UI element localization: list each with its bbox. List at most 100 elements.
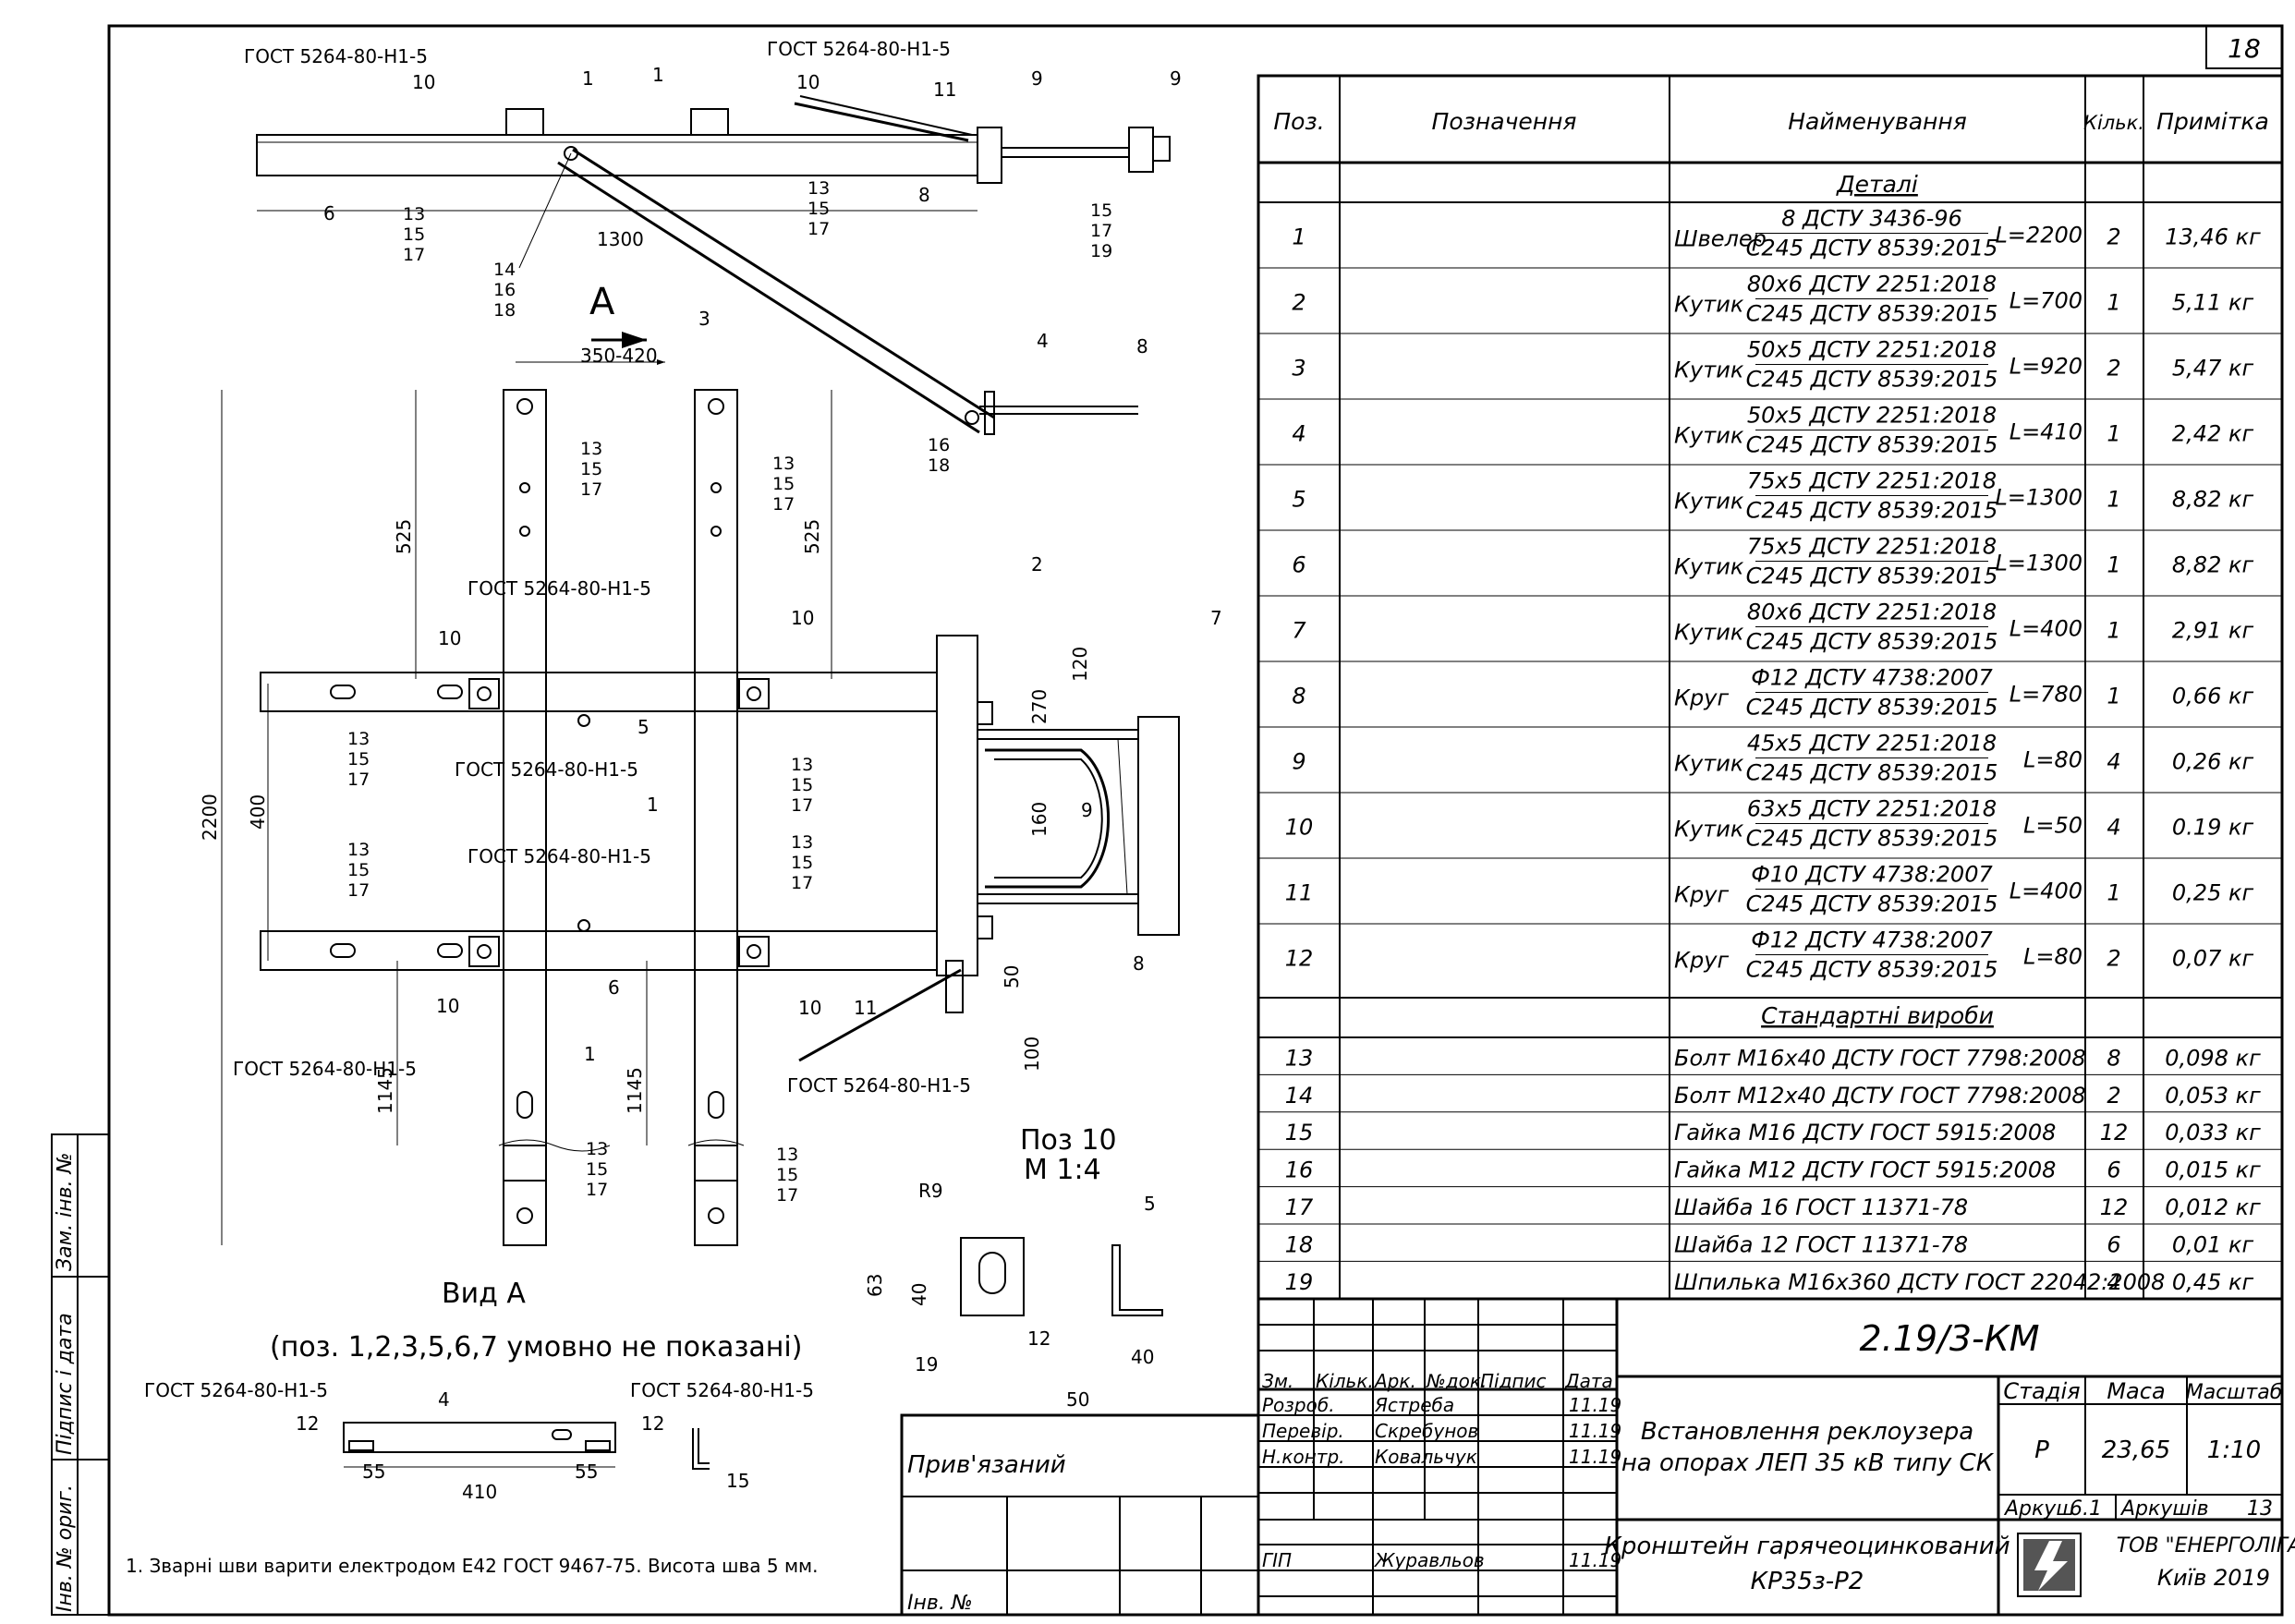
tb-date-chief: 11.19 [1569,1549,1621,1571]
spec-steel-grade: С245 ДСТУ 8539:2015 [1746,367,1998,393]
spec-length: L=400 [2010,879,2082,904]
tb-role-chief: ГІП [1262,1549,1292,1571]
spec-pos: 3 [1292,356,1305,382]
spec-std-qty: 12 [2100,1194,2129,1220]
spec-steel-grade: С245 ДСТУ 8539:2015 [1746,891,1998,917]
spec-profile-type: Кутик [1674,751,1744,777]
dim-160: 160 [1028,802,1050,837]
spec-qty: 4 [2107,815,2120,841]
callout-pos-2a: 2 [1031,553,1043,576]
spec-pos: 12 [1285,946,1314,972]
dim-525-right: 525 [801,519,823,554]
spec-mass: 5,47 кг [2172,356,2254,382]
spec-std-pos: 13 [1285,1045,1314,1071]
dim-50-detail: 50 [1066,1388,1089,1411]
callout-pos-8a: 8 [918,184,930,206]
tb-name-developer: Ястреба [1374,1394,1454,1416]
spec-profile-type: Кутик [1674,292,1744,318]
title-block: Зм. Кільк. Арк. №док. Підпис Дата Розроб… [900,1297,2295,1617]
spec-qty: 1 [2107,290,2120,316]
spec-qty: 1 [2107,684,2120,709]
spec-header-pos: Поз. [1273,108,1324,135]
weld-label-4: ГОСТ 5264-80-Н1-5 [455,758,638,781]
dim-63: 63 [864,1274,886,1297]
spec-profile-type: Круг [1674,882,1729,908]
tb-name-normcontrol: Ковальчук [1375,1446,1477,1468]
spec-mass: 8,82 кг [2172,552,2254,578]
tb-org-city: Київ 2019 [2157,1565,2270,1591]
drawing-geometry [221,95,1180,1470]
spec-mass: 8,82 кг [2172,487,2254,513]
spec-steel-grade: С245 ДСТУ 8539:2015 [1746,564,1998,589]
spec-length: L=1300 [1995,551,2082,576]
tb-role-normcontrol: Н.контр. [1262,1446,1345,1468]
callout-pos-9a: 9 [1031,67,1043,90]
drawing-annotations: ГОСТ 5264-80-Н1-5 ГОСТ 5264-80-Н1-5 ГОСТ… [144,38,1222,1503]
tb-date-checker: 11.19 [1569,1420,1621,1442]
spec-profile-type: Кутик [1674,620,1744,646]
weld-label-7: ГОСТ 5264-80-Н1-5 [787,1074,971,1097]
tb-stage-label: Стадія [2003,1378,2080,1404]
spec-pos: 6 [1292,552,1305,578]
spec-profile-grade: 45х5 ДСТУ 2251:2018 [1747,731,1997,757]
callout-pos-10a: 10 [412,71,435,93]
spec-std-name: Болт М12х40 ДСТУ ГОСТ 7798:2008 [1674,1083,2086,1109]
spec-std-pos: 16 [1285,1157,1314,1183]
tb-col-change: Зм. [1262,1370,1293,1392]
spec-mass: 0,66 кг [2172,684,2254,709]
weld-label-3: ГОСТ 5264-80-Н1-5 [468,577,651,600]
dim-1145-left: 1145 [374,1067,396,1114]
spec-steel-grade: С245 ДСТУ 8539:2015 [1746,826,1998,852]
callout-pos-1c: 1 [647,794,659,816]
dim-55-right: 55 [575,1460,598,1483]
spec-length: L=780 [2010,682,2082,708]
spec-length: L=80 [2023,944,2082,970]
tb-sheets-label: Аркушів [2119,1497,2209,1521]
spec-std-pos: 19 [1285,1269,1314,1295]
spec-std-pos: 15 [1285,1120,1314,1145]
callout-pos-1b: 1 [652,64,664,86]
spec-std-qty: 2 [2107,1083,2120,1109]
callout-pos-1a: 1 [582,67,594,90]
dim-40-vert: 40 [908,1283,930,1306]
spec-qty: 4 [2107,749,2120,775]
dim-40-horiz: 40 [1131,1346,1154,1368]
spec-mass: 0.19 кг [2172,815,2254,841]
dim-1300: 1300 [597,228,644,250]
view-direction-letter: А [589,281,615,323]
tb-mass: 23,65 [2102,1436,2170,1464]
spec-profile-type: Швелер [1674,226,1767,252]
dim-410: 410 [462,1481,497,1503]
spec-std-name: Гайка М12 ДСТУ ГОСТ 5915:2008 [1674,1157,2056,1183]
dim-15: 15 [726,1470,749,1492]
dim-270: 270 [1028,689,1050,724]
spec-length: L=80 [2023,747,2082,773]
side-stamp-sign-date: Підпис і дата [54,1313,77,1455]
callout-pos-7a: 7 [1210,607,1222,629]
spec-section-standard: Стандартні вироби [1761,1002,1994,1029]
tb-doc-code: 2.19/3-КМ [1859,1318,2039,1359]
tb-sheets: 13 [2247,1497,2273,1521]
spec-std-mass: 0,01 кг [2172,1231,2254,1257]
spec-qty: 1 [2107,552,2120,578]
spec-pos: 2 [1292,290,1305,316]
spec-mass: 2,42 кг [2172,421,2254,447]
spec-steel-grade: С245 ДСТУ 8539:2015 [1746,695,1998,721]
dim-120: 120 [1069,647,1091,682]
tb-col-sheet: Арк. [1373,1370,1416,1392]
spec-std-pos: 14 [1285,1083,1314,1109]
